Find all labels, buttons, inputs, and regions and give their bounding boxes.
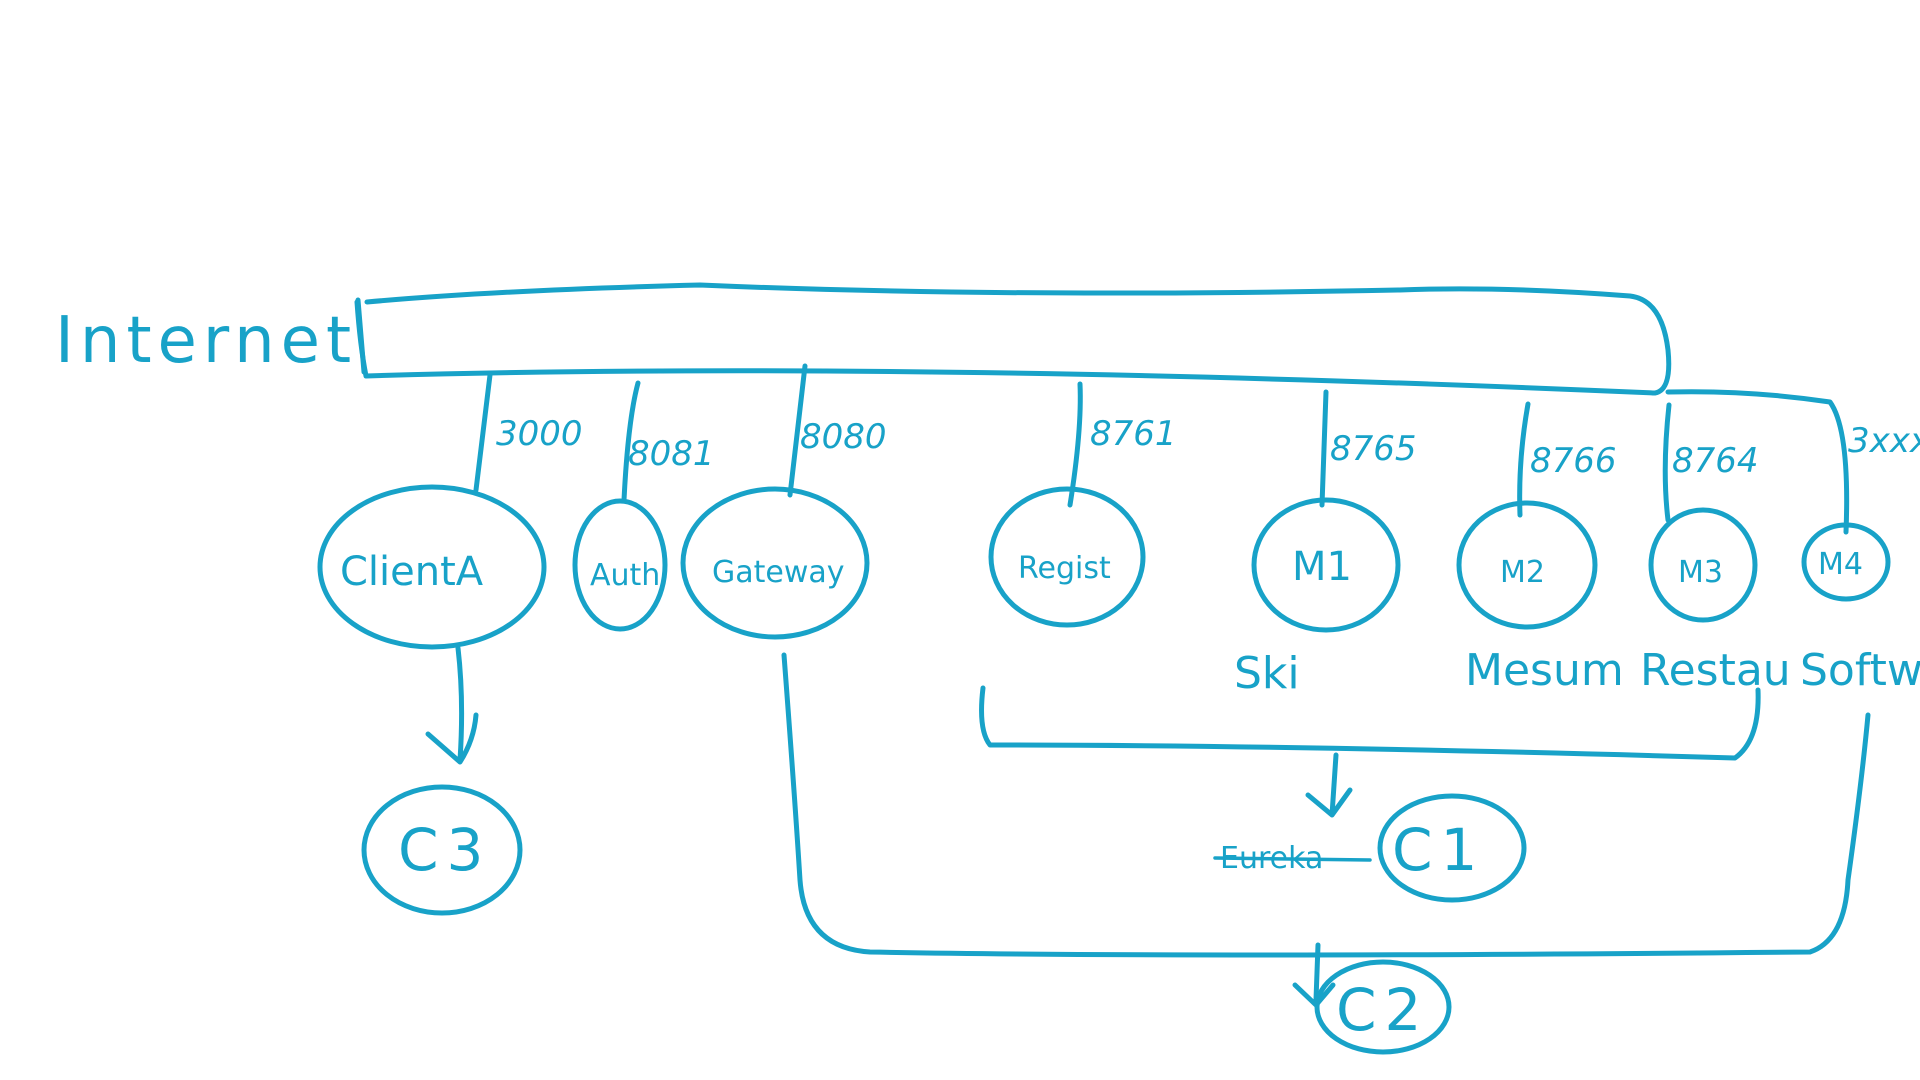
gateway-node-label: Gateway (712, 555, 845, 590)
m2-drop-line (1517, 401, 1531, 518)
port-label-auth: 8081 (628, 434, 715, 474)
port-label-registry: 8761 (1090, 414, 1177, 454)
c3-node-label: C3 (398, 816, 491, 884)
client-node (317, 484, 547, 650)
m3-node-label: M3 (1678, 555, 1723, 590)
m2-node-label: M2 (1500, 555, 1545, 590)
m4-service-label: Softw (1800, 645, 1920, 696)
client-drop-line (473, 372, 493, 493)
gateway-drop-line (787, 363, 808, 498)
port-label-m4: 3xxx (1848, 421, 1920, 461)
registry-node-label: Regist (1018, 551, 1111, 586)
m4-node (1801, 522, 1891, 602)
port-label-m1: 8765 (1330, 429, 1417, 469)
m3-drop-line (1662, 402, 1672, 523)
m3-node (1648, 507, 1758, 623)
internet-bar-left-edge (355, 297, 367, 375)
m4-drop-line (1665, 389, 1850, 535)
client-node-label: ClientA (340, 549, 484, 595)
registry-node (988, 486, 1146, 628)
c3-arrow (425, 645, 479, 765)
port-label-m3: 8764 (1672, 441, 1759, 481)
auth-node-label: Auth (590, 558, 660, 593)
m4-node-label: M4 (1818, 547, 1863, 582)
m3-service-label: Restau (1640, 645, 1791, 696)
c2-node-label: C2 (1336, 976, 1429, 1044)
m1-node (1251, 497, 1401, 633)
internet-label: Internet (55, 304, 357, 378)
gateway-node (680, 486, 870, 640)
c1-node-label: C1 (1392, 816, 1485, 884)
c1-node (1377, 793, 1527, 903)
port-label-gateway: 8080 (800, 417, 887, 457)
m2-service-label: Mesum (1465, 645, 1624, 696)
port-label-client: 3000 (496, 414, 583, 454)
m1-node-label: M1 (1292, 544, 1352, 590)
auth-drop-line (621, 380, 641, 503)
m1-service-label: Ski (1234, 648, 1300, 699)
c1-group-bracket (979, 685, 1761, 761)
port-label-m2: 8766 (1530, 441, 1617, 481)
c3-node (361, 784, 523, 916)
auth-node (572, 498, 668, 632)
c2-group-bracket (781, 652, 1871, 958)
strikethrough-line (1213, 856, 1372, 862)
c1-arrow (1305, 752, 1353, 818)
c2-node (1314, 959, 1452, 1055)
m2-node (1456, 500, 1598, 630)
internet-bar (354, 282, 1672, 396)
m1-drop-line (1319, 389, 1329, 508)
